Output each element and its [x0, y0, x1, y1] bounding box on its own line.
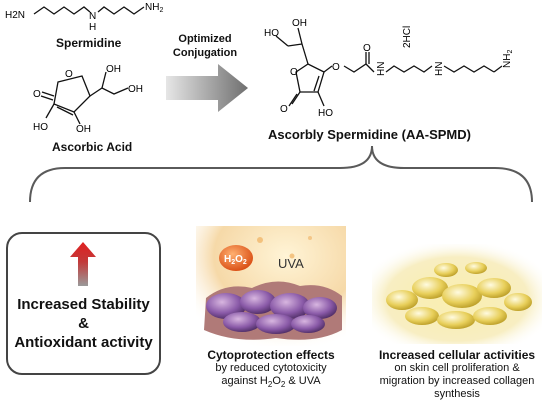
conjugation-arrow	[166, 64, 248, 112]
carbonyl-bond	[41, 91, 55, 97]
cellular-caption: Increased cellular activities on skin ce…	[366, 348, 548, 401]
cellular-activity-illustration	[372, 244, 542, 344]
aa-spmd-structure: HO OH O O O HN HN NH2 2HCl O HO	[264, 18, 514, 119]
ascorbic-oh-side: OH	[128, 84, 143, 95]
ascorbic-side-chain	[89, 87, 129, 97]
product-ho-bottom: HO	[318, 108, 333, 119]
product-o-amide: O	[363, 43, 371, 54]
product-ho-top: HO	[264, 28, 279, 39]
spermidine-structure: H2N N H NH2	[5, 2, 163, 33]
up-arrow-icon	[70, 242, 96, 286]
ascorbic-acid-name: Ascorbic Acid	[52, 140, 133, 154]
ascorbic-o-ring: O	[65, 69, 73, 80]
spermidine-chain	[33, 6, 91, 15]
cytoprotection-illustration: H2O2 UVA	[196, 226, 346, 346]
cytoprotection-title: Cytoprotection effects	[207, 348, 335, 362]
uva-label: UVA	[278, 256, 304, 271]
stability-text: Increased Stability & Antioxidant activi…	[6, 295, 161, 352]
curly-brace	[29, 145, 533, 203]
cellular-desc2: migration by increased collagen	[379, 375, 535, 387]
product-name: Ascorbly Spermidine (AA-SPMD)	[268, 127, 471, 142]
product-nh-mid: HN	[434, 62, 445, 76]
ascorbic-acid-structure: O O OH OH HO OH	[33, 64, 143, 135]
ascorbic-oh-right: OH	[76, 124, 91, 135]
spermidine-chain-right	[97, 6, 145, 15]
product-nh2-end: NH2	[502, 50, 514, 68]
spermidine-nh2-label: NH2	[145, 2, 163, 14]
cellular-desc3: synthesis	[434, 388, 480, 400]
ascorbic-o-carbonyl: O	[33, 89, 41, 100]
spermidine-name: Spermidine	[56, 36, 122, 50]
ring-double-bond	[56, 106, 74, 116]
arrow-label-line2: Conjugation	[172, 47, 238, 59]
cytoprotection-desc1: by reduced cytotoxicity	[215, 362, 327, 374]
product-nh-amide: HN	[376, 62, 387, 76]
h2o2-bubble	[219, 245, 253, 271]
product-oh-top: OH	[292, 18, 307, 29]
product-o-ether: O	[332, 62, 340, 73]
cytoprotection-desc2: against H2O2 & UVA	[221, 375, 321, 390]
stability-line3: Antioxidant activity	[14, 334, 153, 351]
spermidine-h-label: H	[89, 22, 96, 33]
spermidine-n-label: N	[89, 11, 96, 22]
stability-line2: &	[78, 315, 89, 332]
product-o-carbonyl: O	[280, 104, 288, 115]
cellular-desc1: on skin cell proliferation &	[394, 362, 520, 374]
ascorbic-ring	[53, 75, 91, 113]
product-ring	[295, 63, 325, 93]
stability-line1: Increased Stability	[17, 296, 150, 313]
arrow-label: Optimized Conjugation	[150, 32, 260, 60]
cellular-title: Increased cellular activities	[378, 348, 536, 362]
h2o2-label: H2O2	[224, 254, 247, 266]
product-o-ring: O	[290, 67, 298, 78]
ascorbic-oh-top: OH	[106, 64, 121, 75]
spermidine-h2n-label: H2N	[5, 10, 25, 21]
arrow-label-line1: Optimized	[178, 33, 232, 45]
cytoprotection-caption: Cytoprotection effects by reduced cytoto…	[180, 348, 362, 391]
ascorbic-ho-left: HO	[33, 122, 48, 133]
product-salt-label: 2HCl	[402, 26, 413, 48]
